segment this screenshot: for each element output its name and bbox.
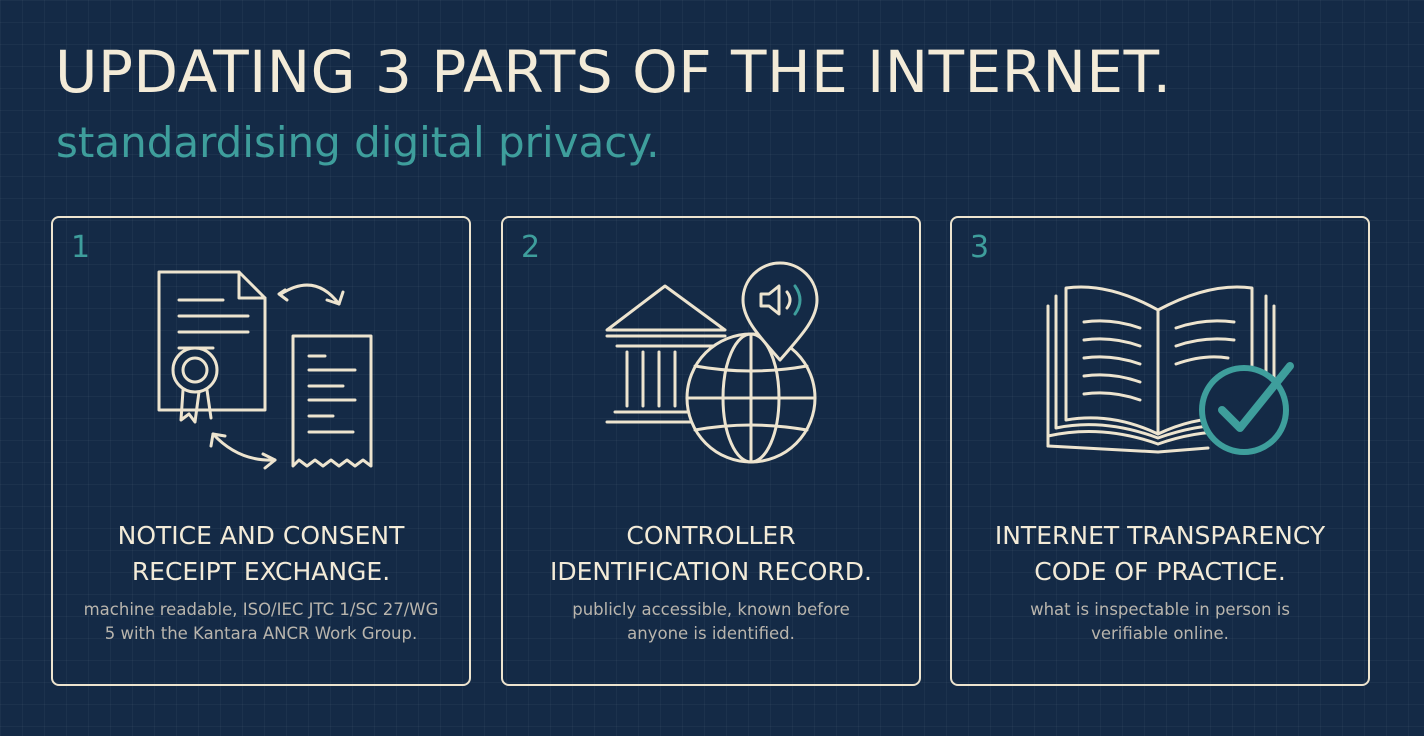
card-heading-line: NOTICE AND CONSENT	[117, 521, 405, 550]
card-heading: NOTICE AND CONSENT RECEIPT EXCHANGE.	[63, 518, 459, 590]
card-notice-consent: 1 NOTICE AND CONSENT RECEIPT EXCHANGE.	[51, 216, 471, 686]
page-subtitle: standardising digital privacy.	[56, 118, 660, 167]
government-globe-location-icon	[605, 261, 819, 464]
document-receipt-exchange-icon	[157, 270, 373, 470]
card-heading-line: RECEIPT EXCHANGE.	[131, 557, 391, 586]
card-heading-line: CONTROLLER	[626, 521, 796, 550]
card-number: 1	[71, 230, 91, 265]
open-book-checkmark-icon	[1046, 285, 1294, 455]
card-description-line: machine readable, ISO/IEC JTC 1/SC 27/WG	[83, 600, 439, 619]
card-description-line: what is inspectable in person is	[1030, 600, 1290, 619]
card-heading: CONTROLLER IDENTIFICATION RECORD.	[513, 518, 909, 590]
card-number: 2	[521, 230, 541, 265]
card-heading-line: IDENTIFICATION RECORD.	[550, 557, 872, 586]
card-description-line: anyone is identified.	[627, 624, 795, 643]
card-description-line: verifiable online.	[1091, 624, 1229, 643]
card-description: publicly accessible, known before anyone…	[517, 598, 905, 646]
card-number: 3	[970, 230, 990, 265]
card-description-line: 5 with the Kantara ANCR Work Group.	[104, 624, 418, 643]
card-controller-identification: 2 CONTROLLER IDENTIFICATION RECORD. publ…	[501, 216, 921, 686]
card-heading-line: INTERNET TRANSPARENCY	[994, 521, 1326, 550]
card-description: machine readable, ISO/IEC JTC 1/SC 27/WG…	[67, 598, 455, 646]
card-heading-line: CODE OF PRACTICE.	[1034, 557, 1286, 586]
card-internet-transparency: 3 INTERNET TRANSPARENCY CODE OF PRACTICE…	[950, 216, 1370, 686]
card-description-line: publicly accessible, known before	[572, 600, 850, 619]
card-heading: INTERNET TRANSPARENCY CODE OF PRACTICE.	[962, 518, 1358, 590]
page-title: UPDATING 3 PARTS OF THE INTERNET.	[55, 38, 1172, 106]
card-description: what is inspectable in person is verifia…	[966, 598, 1354, 646]
